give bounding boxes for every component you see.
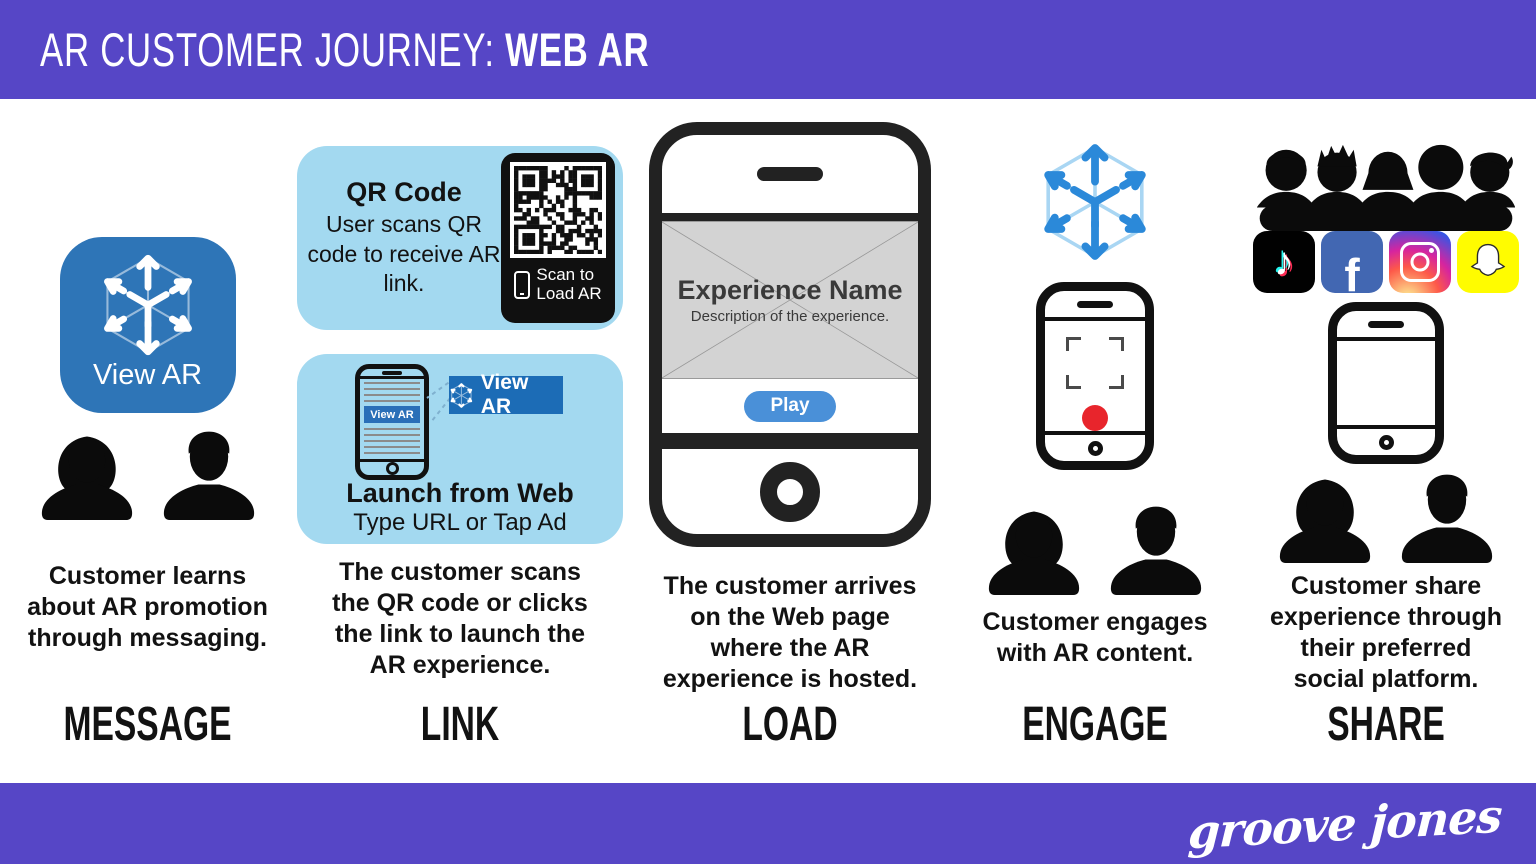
person-silhouette-female-icon: [41, 436, 132, 520]
experience-name: Experience Name: [677, 275, 903, 305]
launch-from-web-card: View AR: [297, 354, 623, 544]
stage-engage: Customer engages with AR content. ENGAGE: [960, 99, 1230, 783]
crowd-icon: [1256, 137, 1516, 236]
launch-from-web-title: Launch from Web: [346, 478, 574, 508]
webpage-text-lines: [364, 382, 420, 404]
speaker-slot: [1077, 300, 1113, 308]
mini-view-ar-button[interactable]: View AR: [364, 406, 420, 423]
header-bar: AR CUSTOMER JOURNEY: WEB AR: [0, 0, 1536, 99]
ar-cube-icon: [450, 382, 473, 408]
stage-message: View AR Customer learns about AR promoti…: [20, 99, 275, 783]
social-icons-row: ♪ f: [1253, 231, 1519, 293]
snapchat-icon[interactable]: [1457, 231, 1519, 293]
tiktok-icon[interactable]: ♪: [1253, 231, 1315, 293]
speaker-slot: [1368, 320, 1404, 328]
stage-description: The customer scans the QR code or clicks…: [332, 558, 588, 679]
stage-label-share: SHARE: [1327, 698, 1445, 751]
qr-card-body: User scans QR code to receive AR link.: [307, 211, 501, 297]
stage-load: Experience Name Description of the exper…: [640, 99, 940, 783]
stage-label-link: LINK: [420, 698, 500, 751]
scan-to-load-label: Scan to Load AR: [536, 265, 602, 303]
page-title: AR CUSTOMER JOURNEY: WEB AR: [40, 22, 649, 77]
qr-card-title: QR Code: [346, 177, 462, 208]
home-button: [385, 462, 399, 475]
person-silhouette-male-icon: [1401, 474, 1493, 563]
qr-code-card: QR Code User scans QR code to receive AR…: [297, 146, 623, 330]
view-ar-button[interactable]: View AR: [449, 371, 563, 418]
camera-viewfinder-icon: [1066, 337, 1124, 389]
home-button: [1087, 440, 1103, 456]
phone-camera-illustration: [1036, 282, 1154, 470]
view-ar-app-icon: View AR: [59, 237, 236, 413]
footer-bar: groove jones: [0, 783, 1536, 864]
person-silhouette-female-icon: [1279, 479, 1371, 563]
experience-description: Description of the experience.: [690, 308, 890, 325]
customers-illustration: [981, 499, 1209, 595]
person-silhouette-female-icon: [988, 511, 1080, 595]
home-button: [760, 461, 820, 522]
phone-webpage-illustration: Experience Name Description of the exper…: [649, 122, 931, 547]
journey-diagram: View AR Customer learns about AR promoti…: [0, 99, 1536, 783]
webpage-text-lines: [364, 428, 420, 456]
play-button[interactable]: Play: [744, 390, 836, 422]
app-icon-label: View AR: [92, 359, 203, 391]
phone-icon: [1328, 302, 1444, 464]
experience-placeholder: Experience Name Description of the exper…: [662, 221, 918, 379]
stage-link: QR Code User scans QR code to receive AR…: [297, 99, 623, 783]
stage-label-engage: ENGAGE: [1022, 698, 1168, 751]
speaker-slot: [382, 370, 402, 375]
groove-jones-logo: groove jones: [1187, 788, 1504, 860]
stage-description: The customer arrives on the Web page whe…: [662, 572, 918, 693]
stage-description: Customer share experience through their …: [1270, 572, 1502, 693]
instagram-icon[interactable]: [1389, 231, 1451, 293]
stage-share: ♪ f: [1243, 99, 1529, 783]
stage-label-message: MESSAGE: [63, 698, 232, 751]
placeholder-cross: [662, 222, 918, 378]
view-ar-button-label: View AR: [480, 371, 529, 418]
speaker-slot: [757, 167, 823, 181]
person-silhouette-male-icon: [1110, 506, 1202, 595]
qr-code[interactable]: [510, 162, 606, 258]
customers-illustration: [1272, 467, 1500, 563]
ar-cube-icon: [103, 254, 192, 356]
facebook-icon[interactable]: f: [1321, 231, 1383, 293]
dashed-connector: [426, 377, 456, 423]
customers-illustration: [34, 424, 262, 520]
person-silhouette-male-icon: [163, 431, 254, 520]
page-title-bold: WEB AR: [505, 23, 650, 76]
home-button: [1378, 434, 1394, 450]
page-title-regular: AR CUSTOMER JOURNEY:: [40, 23, 506, 76]
stage-label-load: LOAD: [742, 698, 838, 751]
ar-cube-icon: [1033, 142, 1157, 267]
launch-from-web-subtitle: Type URL or Tap Ad: [353, 509, 567, 536]
qr-panel: Scan to Load AR: [501, 153, 615, 323]
record-dot: [1082, 405, 1108, 431]
stage-description: Customer engages with AR content.: [982, 608, 1208, 667]
phone-browser-icon: View AR: [355, 364, 429, 480]
phone-icon: [514, 270, 531, 299]
stage-description: Customer learns about AR promotion throu…: [27, 562, 268, 652]
